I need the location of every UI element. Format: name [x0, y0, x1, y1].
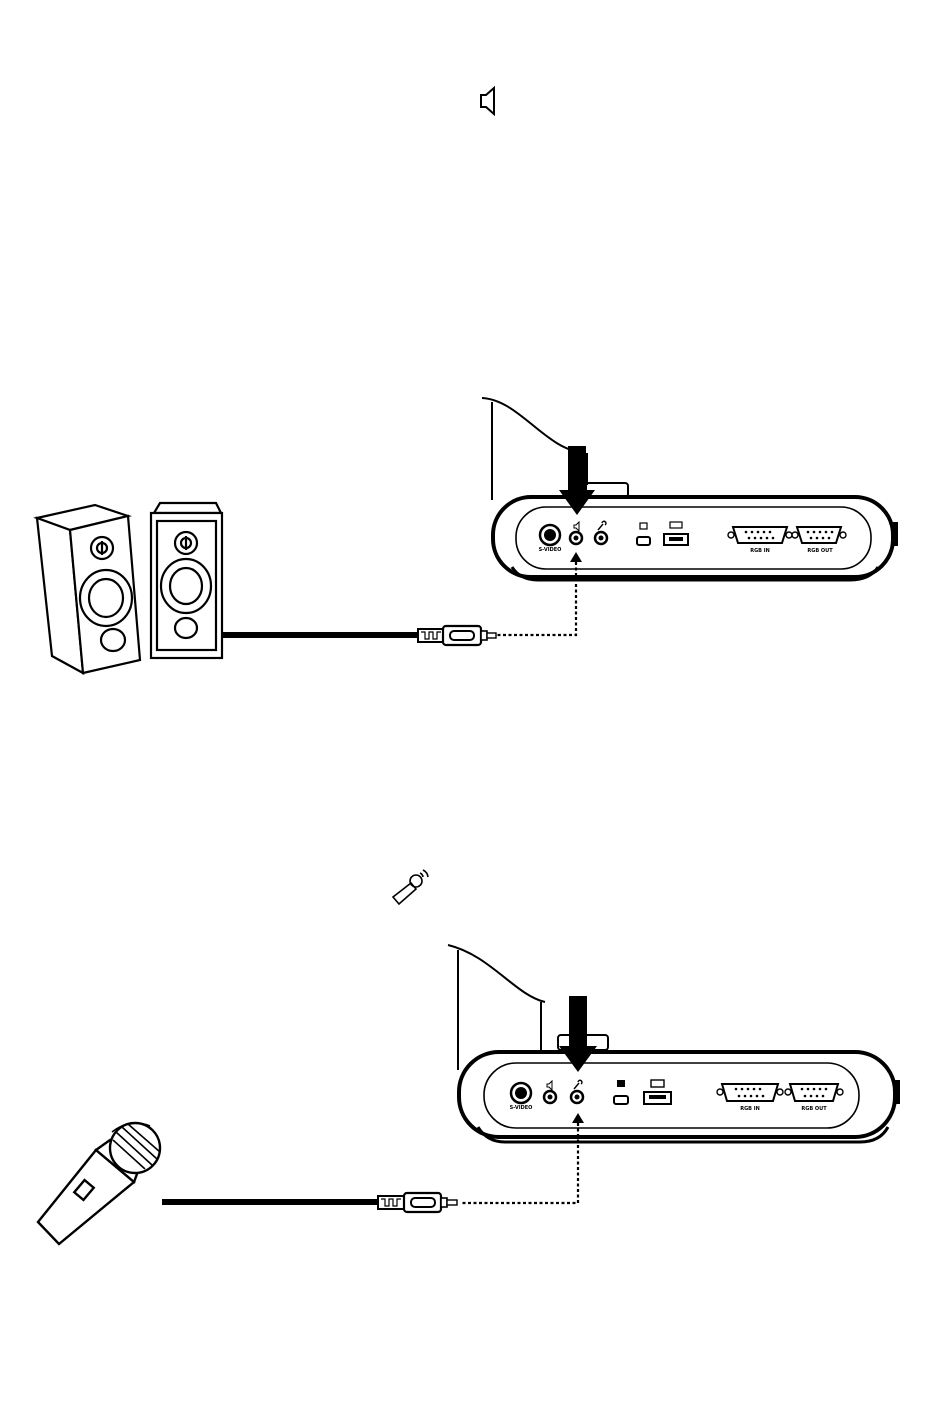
audio-plug: [378, 1193, 457, 1212]
svideo-label: S-VIDEO: [510, 1105, 533, 1111]
rgb-out-label: RGB OUT: [801, 1106, 827, 1112]
rgb-in-label: RGB IN: [740, 1106, 760, 1112]
speaker-connection-section: S-VIDEO: [37, 398, 898, 673]
right-speaker: [151, 503, 222, 658]
device-body: [482, 398, 628, 500]
back-panel: S-VIDEO: [493, 497, 898, 580]
speaker-icon: [481, 88, 494, 114]
microphone-connection-section: S-VIDEO: [38, 945, 900, 1244]
back-panel: S-VIDEO: [459, 1052, 900, 1142]
microphone: [38, 1123, 160, 1244]
microphone-icon: [393, 870, 428, 904]
rgb-in-label: RGB IN: [750, 548, 770, 554]
audio-plug: [418, 626, 496, 645]
rgb-out-label: RGB OUT: [807, 548, 833, 554]
svideo-port: S-VIDEO: [539, 525, 562, 553]
svideo-label: S-VIDEO: [539, 547, 562, 553]
left-speaker: [37, 505, 140, 673]
svideo-port: S-VIDEO: [510, 1083, 533, 1111]
